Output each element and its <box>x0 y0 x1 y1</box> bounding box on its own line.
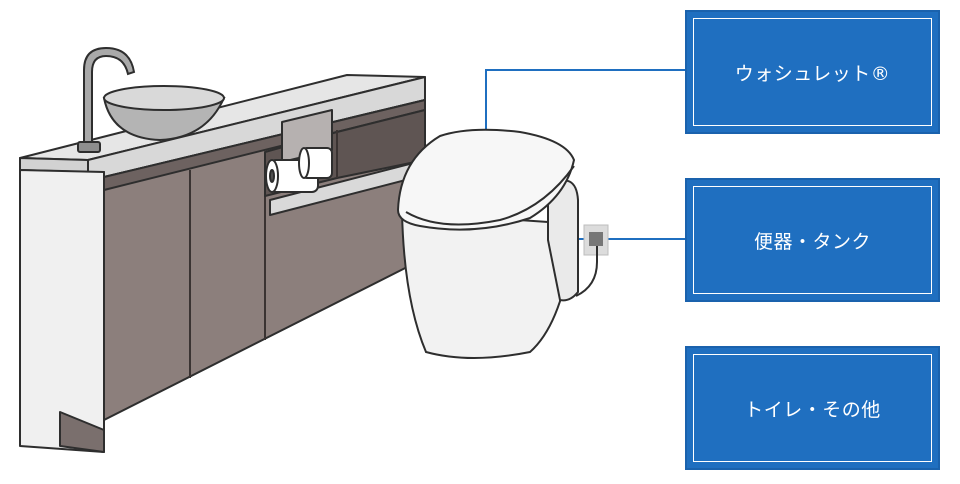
category-button-frame: トイレ・その他 <box>693 354 932 462</box>
wall-outlet-icon <box>575 224 609 297</box>
vanity-cabinet <box>19 74 426 453</box>
category-button-bowl-tank[interactable]: 便器・タンク <box>685 178 940 302</box>
category-label: 便器・タンク <box>753 230 871 253</box>
vessel-sink-icon <box>102 85 226 142</box>
category-button-toilet-other[interactable]: トイレ・その他 <box>685 346 940 470</box>
faucet-icon <box>77 46 136 153</box>
toilet-paper-icon <box>265 147 333 193</box>
toilet-bowl-icon <box>396 128 579 359</box>
category-label: トイレ・その他 <box>744 398 881 421</box>
category-button-frame: ウォシュレット® <box>693 18 932 126</box>
category-button-frame: 便器・タンク <box>693 186 932 294</box>
category-button-washlet[interactable]: ウォシュレット® <box>685 10 940 134</box>
category-label: ウォシュレット® <box>734 62 891 85</box>
